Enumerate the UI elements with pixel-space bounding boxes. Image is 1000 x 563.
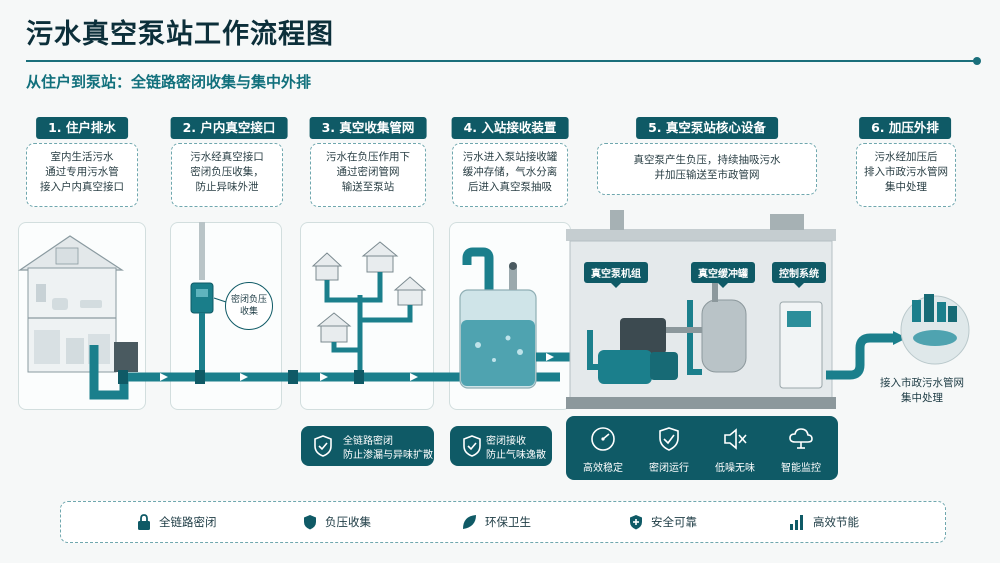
step-6-desc-line: 污水经加压后 [874,151,938,163]
feature-line: 防止渗漏与异味扩散 [343,450,433,461]
step-1-title: 1. 住户排水 [36,117,128,139]
core-feature-label: 密闭运行 [649,463,689,474]
page-subtitle: 从住户到泵站：全链路密闭收集与集中外排 [26,73,312,91]
buffer-tank-label: 真空缓冲罐 [691,262,755,288]
benefit-item: 负压收集 [303,514,371,530]
title-divider-dot [973,57,981,65]
benefit-label: 安全可靠 [651,515,697,529]
mute-speaker-icon [724,428,747,450]
network-branch-pipes [324,272,413,376]
callout-line: 密闭负压 [230,295,267,305]
pipe-joints [118,370,364,384]
outlet-pipe [826,331,907,380]
receiving-tank-illustration [459,247,570,389]
benefit-label: 环保卫生 [485,515,531,529]
step-4-desc-line: 后进入真空泵抽吸 [468,181,552,193]
cloud-monitor-icon [789,428,813,449]
step-5-description: 真空泵产生负压，持续抽吸污水 并加压输送至市政管网 [597,143,817,195]
step-4-title: 4. 入站接收装置 [451,117,569,139]
shield-check-icon [659,427,679,451]
callout-line: 收集 [239,307,258,317]
step-3-title: 3. 真空收集管网 [309,117,427,139]
pump-station-building [566,210,836,409]
flow-arrows [160,373,418,381]
pump-unit-label: 真空泵机组 [584,262,648,288]
step-6-desc-line: 集中处理 [885,181,927,193]
benefit-label: 全链路密闭 [159,515,217,529]
control-system-label: 控制系统 [772,262,826,288]
benefit-item: 全链路密闭 [137,514,217,530]
feature-line: 防止气味逸散 [486,450,546,461]
core-feature-item: 低噪无味 [702,426,768,474]
core-feature-label: 低噪无味 [715,463,755,474]
step-1-desc-line: 通过专用污水管 [45,166,119,178]
step-1-description: 室内生活污水 通过专用污水管 接入户内真空接口 [26,143,138,207]
benefit-label: 负压收集 [325,515,371,529]
step-3-description: 污水在负压作用下 通过密闭管网 输送至泵站 [310,143,426,207]
benefit-item: 高效节能 [789,514,859,530]
core-feature-item: 智能监控 [768,426,834,474]
house-illustration [18,235,138,373]
step-6-desc-line: 排入市政污水管网 [864,166,948,178]
main-sewer-pipe [89,345,560,400]
sealed-receiving-feature: 密闭接收 防止气味逸散 [450,426,552,466]
shield-icon [304,515,316,530]
bar-chart-icon [790,515,803,530]
outlet-label-line: 集中处理 [901,392,943,404]
step-2-desc-line: 防止异味外泄 [195,181,259,193]
step-5-desc-line: 并加压输送至市政管网 [654,169,760,181]
step-6-description: 污水经加压后 排入市政污水管网 集中处理 [856,143,956,207]
sealed-collection-callout: 密闭负压 收集 [225,282,273,330]
step-4-desc-line: 污水进入泵站接收罐 [462,151,558,163]
outlet-label-line: 接入市政污水管网 [880,377,964,389]
gauge-icon [591,427,615,451]
core-feature-label: 高效稳定 [583,463,623,474]
network-houses [311,241,427,343]
leaf-icon [463,515,476,529]
step-2-description: 污水经真空接口 密闭负压收集， 防止异味外泄 [171,143,283,207]
shield-plus-icon [630,515,642,530]
feature-line: 密闭接收 [486,436,526,447]
outlet-label: 接入市政污水管网 集中处理 [870,376,974,406]
title-divider [26,60,976,62]
core-feature-item: 密闭运行 [636,426,702,474]
step-1-desc-line: 室内生活污水 [50,151,114,163]
benefit-label: 高效节能 [813,515,859,529]
sealed-chain-feature: 全链路密闭 防止渗漏与异味扩散 [301,426,434,466]
step-1-desc-line: 接入户内真空接口 [40,181,124,193]
step-4-description: 污水进入泵站接收罐 缓冲存储，气水分离 后进入真空泵抽吸 [452,143,568,207]
step-3-desc-line: 通过密闭管网 [336,166,400,178]
core-features-panel: 高效稳定 密闭运行 低噪无味 智能监控 [566,416,838,480]
vacuum-interface-illustration [190,222,227,375]
feature-line: 全链路密闭 [343,436,393,447]
step-3-desc-line: 输送至泵站 [341,181,395,193]
benefits-bar: 全链路密闭 负压收集 环保卫生 安全可靠 高效节能 [60,501,946,543]
municipal-network-illustration [900,294,970,365]
step-5-title: 5. 真空泵站核心设备 [636,117,778,139]
core-feature-label: 智能监控 [781,463,821,474]
step-6-title: 6. 加压外排 [859,117,951,139]
core-feature-item: 高效稳定 [570,426,636,474]
lock-icon [138,514,150,530]
step-4-desc-line: 缓冲存储，气水分离 [462,166,558,178]
shield-check-icon [463,435,481,457]
benefit-item: 安全可靠 [629,514,697,530]
step-2-desc-line: 污水经真空接口 [190,151,264,163]
page-title: 污水真空泵站工作流程图 [26,19,334,50]
step-5-desc-line: 真空泵产生负压，持续抽吸污水 [633,154,781,166]
step-2-title: 2. 户内真空接口 [170,117,288,139]
benefit-item: 环保卫生 [461,514,531,530]
step-2-desc-line: 密闭负压收集， [190,166,264,178]
shield-check-icon [314,435,332,457]
step-3-desc-line: 污水在负压作用下 [326,151,410,163]
